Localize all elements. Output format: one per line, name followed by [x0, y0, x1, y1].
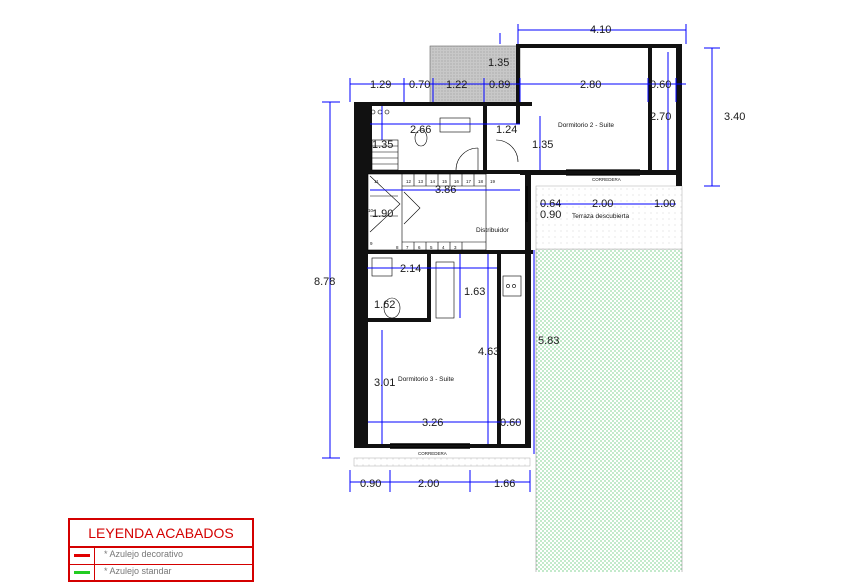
room-terrace: Terraza descubierta — [572, 213, 629, 220]
tag-escalonamiento-1: ESCALONAMIENTO — [405, 102, 447, 107]
legend-swatch-cell — [70, 565, 95, 581]
stair-step-number: 7 — [406, 245, 409, 250]
stair-step-number: 18 — [478, 179, 484, 184]
stair-step-number: 16 — [454, 179, 460, 184]
legend-row-standard: * Azulejo standar — [70, 565, 252, 582]
legend-swatch-cell — [70, 548, 95, 564]
dimension-labels: 4.10 1.35 1.29 0.70 1.22 0.89 2.80 0.60 … — [314, 24, 745, 490]
dim-top-3: 1.22 — [446, 79, 467, 91]
dim-bath-width: 2.66 — [410, 124, 431, 136]
finish-legend: LEYENDA ACABADOS * Azulejo decorativo * … — [68, 518, 254, 582]
dim-dorm3-height: 4.63 — [478, 346, 499, 358]
stair-step-number: 14 — [430, 179, 436, 184]
fixtures — [370, 109, 640, 449]
stair-step-number: 15 — [442, 179, 448, 184]
dim-dorm3-left: 3.01 — [374, 377, 395, 389]
stair-step-number: 11 — [374, 179, 379, 184]
tag-escalonamiento-2: ESCALONAMIENTO — [488, 102, 530, 107]
stair-step-number: 6 — [418, 245, 421, 250]
dim-bottom-1: 0.90 — [360, 478, 381, 490]
dim-top-4: 0.89 — [489, 79, 510, 91]
staircase — [367, 173, 487, 251]
dim-right-upper: 3.40 — [724, 111, 745, 123]
dim-bottom-3: 1.66 — [494, 478, 515, 490]
room-dorm3: Dormitorio 3 - Suite — [398, 376, 454, 383]
stair-step-number: 4 — [442, 245, 445, 250]
dim-left-total: 8.78 — [314, 276, 335, 288]
stair-step-number: 10 — [368, 208, 374, 213]
garden-area — [535, 248, 683, 572]
dim-bottom-2: 2.00 — [418, 478, 439, 490]
green-swatch — [74, 571, 90, 574]
bottom-strip — [353, 457, 531, 467]
dim-bath3-h: 1.62 — [374, 299, 395, 311]
stair-step-number: 12 — [406, 179, 412, 184]
room-distrib: Distribuidor — [476, 227, 510, 234]
dimension-lines — [322, 24, 720, 492]
stair-step-number: 13 — [418, 179, 424, 184]
dim-dorm3-width: 3.26 — [422, 417, 443, 429]
red-swatch — [74, 554, 90, 557]
legend-row-decorative: * Azulejo decorativo — [70, 548, 252, 565]
dim-bath3-width: 2.14 — [400, 263, 421, 275]
stair-step-number: 19 — [490, 179, 496, 184]
dim-top-2: 0.70 — [409, 79, 430, 91]
dim-terrace-100: 1.00 — [654, 198, 675, 210]
stair-step-number: 8 — [396, 245, 399, 250]
dim-distrib-h: 1.35 — [532, 139, 553, 151]
dim-top-1: 1.29 — [370, 79, 391, 91]
dim-stair-width: 3.86 — [435, 184, 456, 196]
dim-door-090: 0.90 — [540, 209, 561, 221]
legend-title: LEYENDA ACABADOS — [70, 520, 252, 548]
dim-top-6: 0.60 — [650, 79, 671, 91]
dim-terrace-200: 2.00 — [592, 198, 613, 210]
stair-step-number: 9 — [370, 241, 373, 246]
dim-hall-width: 1.24 — [496, 124, 517, 136]
stair-step-number: 17 — [466, 179, 472, 184]
dim-bath-left-h: 1.35 — [372, 139, 393, 151]
dim-garden-h: 5.83 — [538, 335, 559, 347]
dim-stair-h: 1.90 — [372, 208, 393, 220]
tag-corredera-top: CORREDERA — [592, 177, 621, 182]
dim-top-total: 4.10 — [590, 24, 611, 36]
stair-step-number: 5 — [430, 245, 433, 250]
room-dorm2: Dormitorio 2 - Suite — [558, 122, 614, 129]
dim-top-5: 2.80 — [580, 79, 601, 91]
terrace-area — [535, 185, 683, 250]
legend-label-standard: * Azulejo standar — [104, 566, 172, 576]
room-labels: Dormitorio 2 - Suite Dormitorio 3 - Suit… — [398, 102, 629, 456]
dim-upper-step: 1.35 — [488, 57, 509, 69]
tag-corredera-bottom: CORREDERA — [418, 451, 447, 456]
dim-dorm3-side: 0.60 — [500, 417, 521, 429]
skylight-hatch — [429, 45, 521, 105]
stair-numbers: 11 12 13 14 15 16 17 18 19 10 9 8 7 6 5 4 3 — [368, 179, 496, 250]
walls — [354, 44, 682, 448]
stair-step-number: 3 — [454, 245, 457, 250]
dim-bath3-h2: 1.63 — [464, 286, 485, 298]
dim-dorm2-height: 2.70 — [650, 111, 671, 123]
dim-door-064: 0.64 — [540, 198, 561, 210]
legend-label-decorative: * Azulejo decorativo — [104, 549, 184, 559]
